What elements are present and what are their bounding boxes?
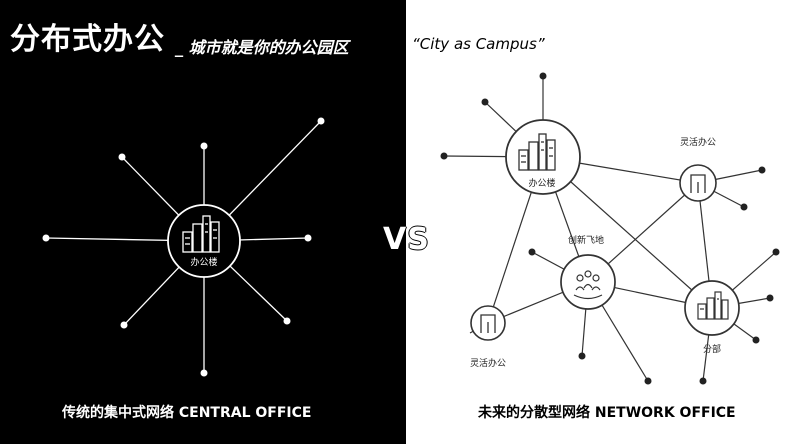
endpoint-node (644, 377, 652, 385)
flex-office-bottom-node: 灵活办公 (470, 305, 506, 369)
versus-label: VS (383, 222, 430, 257)
people-network-icon (573, 270, 603, 300)
office-building-icon (697, 291, 729, 320)
endpoint-node (539, 72, 547, 80)
page-subtitle: _ 城市就是你的办公园区 (175, 38, 349, 57)
page-title: 分布式办公 (10, 22, 165, 57)
network-endpoints (440, 72, 780, 385)
central-endpoints (42, 117, 325, 377)
endpoint-node (120, 321, 128, 329)
flex-top-label: 灵活办公 (680, 136, 716, 148)
door-icon (690, 174, 706, 193)
endpoint-node (440, 152, 448, 160)
branch-label: 分部 (703, 343, 721, 355)
endpoint-node (481, 98, 489, 106)
office-building-icon (518, 133, 556, 171)
flex-bottom-label: 灵活办公 (470, 357, 506, 369)
endpoint-node (740, 203, 748, 211)
coworking-label: 创新飞地 (568, 234, 604, 246)
endpoint-node (304, 234, 312, 242)
central-office-caption: 传统的集中式网络 CENTRAL OFFICE (62, 405, 312, 421)
network-office-caption: 未来的分散型网络 NETWORK OFFICE (478, 405, 736, 421)
endpoint-node (766, 294, 774, 302)
endpoint-node (772, 248, 780, 256)
endpoint-node (118, 153, 126, 161)
branch-node: 分部 (684, 280, 740, 355)
network-office-panel (406, 0, 800, 444)
endpoint-node (699, 377, 707, 385)
coworking-node: 创新飞地 (560, 234, 616, 310)
endpoint-node (317, 117, 325, 125)
hub-label: 办公楼 (190, 256, 217, 268)
endpoint-node (200, 142, 208, 150)
central-network-diagram: 办公楼 (42, 117, 325, 377)
endpoint-node (200, 369, 208, 377)
endpoint-node (752, 336, 760, 344)
endpoint-node (283, 317, 291, 325)
flex-office-top-node: 灵活办公 (679, 136, 717, 202)
endpoint-node (528, 248, 536, 256)
endpoint-node (42, 234, 50, 242)
central-hub: 办公楼 (167, 204, 241, 278)
endpoint-node (578, 352, 586, 360)
office-node-label: 办公楼 (528, 177, 555, 189)
page-subtitle-english: “City as Campus” (412, 35, 545, 53)
network-office-hub: 办公楼 (505, 119, 581, 195)
endpoint-node (758, 166, 766, 174)
office-building-icon (182, 215, 220, 253)
door-icon (480, 314, 496, 333)
